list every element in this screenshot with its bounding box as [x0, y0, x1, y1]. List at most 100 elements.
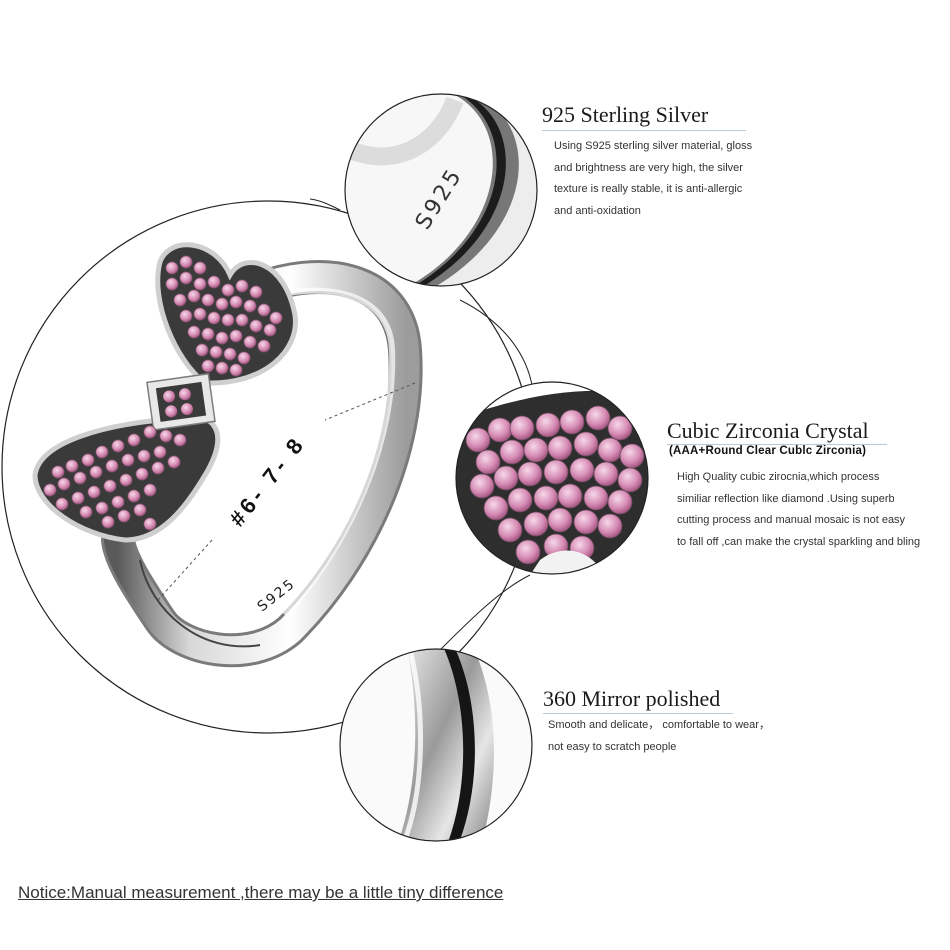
- ring-size-text: #6- 7- 8: [224, 431, 310, 531]
- gem-stone: [95, 501, 109, 515]
- gem-stone: [179, 271, 193, 285]
- gem-stone: [249, 319, 263, 333]
- feature-line: to fall off ,can make the crystal sparkl…: [677, 535, 921, 548]
- detail-circle-silver: S925: [344, 93, 538, 287]
- gem-stone: [465, 427, 491, 453]
- gem-stone: [243, 299, 257, 313]
- gem-stone: [81, 453, 95, 467]
- gem-stone: [135, 467, 149, 481]
- gem-stone: [95, 445, 109, 459]
- gem-stone: [71, 491, 85, 505]
- gem-stone: [229, 363, 243, 377]
- gem-stone: [499, 439, 525, 465]
- connector-mid: [459, 299, 533, 386]
- gem-stone: [507, 487, 533, 513]
- feature-line: and brightness are very high, the silver: [554, 161, 743, 174]
- gem-stone: [117, 509, 131, 523]
- feature-line: cutting process and manual mosaic is not…: [677, 514, 906, 526]
- gem-stone: [583, 485, 609, 511]
- gem-stone: [103, 479, 117, 493]
- feature-line: Smooth and delicate， comfortable to wear…: [548, 719, 770, 731]
- feature-line: and anti-oxidation: [554, 204, 641, 217]
- gem-stone: [487, 417, 513, 443]
- gem-stone: [111, 495, 125, 509]
- feature-title-silver: 925 Sterling Silver: [542, 102, 709, 127]
- gem-stone: [65, 459, 79, 473]
- gem-stone: [165, 277, 179, 291]
- gem-stone: [165, 261, 179, 275]
- gem-stone: [201, 327, 215, 341]
- gem-stone: [559, 409, 585, 435]
- feature-body-silver: Using S925 sterling silver material, glo…: [554, 136, 752, 222]
- gem-stone: [179, 309, 193, 323]
- gem-stone: [547, 435, 573, 461]
- gem-stone: [143, 425, 157, 439]
- gem-stone: [55, 497, 69, 511]
- gem-stone: [57, 477, 71, 491]
- measure-line-lower: [157, 539, 213, 601]
- gem-stone: [121, 453, 135, 467]
- feature-line: Using S925 sterling silver material, glo…: [554, 140, 753, 152]
- gem-stone: [607, 415, 633, 441]
- gem-stone: [235, 279, 249, 293]
- connector-bottom: [439, 574, 531, 651]
- measure-line-upper: [324, 382, 416, 421]
- gem-stone: [159, 429, 173, 443]
- gem-stone: [533, 485, 559, 511]
- feature-divider-polished: [543, 713, 733, 714]
- gem-stone: [137, 449, 151, 463]
- gem-stone: [597, 437, 623, 463]
- gem-stone: [569, 457, 595, 483]
- gem-stone: [517, 461, 543, 487]
- gem-stone: [573, 431, 599, 457]
- gem-stone: [597, 513, 623, 539]
- gem-stone: [221, 283, 235, 297]
- feature-title-polished: 360 Mirror polished: [543, 686, 721, 711]
- gem-stone: [469, 473, 495, 499]
- feature-line: texture is really stable, it is anti-all…: [554, 183, 743, 195]
- feature-divider-crystal: [667, 444, 887, 445]
- gem-stone: [497, 517, 523, 543]
- gem-stone: [257, 339, 271, 353]
- gem-stone: [617, 467, 643, 493]
- gem-stone: [207, 311, 221, 325]
- gem-stone: [105, 459, 119, 473]
- feature-subtitle-crystal: (AAA+Round Clear Cublc Zirconia): [669, 445, 867, 457]
- gem-stone: [607, 489, 633, 515]
- gem-stone: [143, 517, 157, 531]
- gem-stone: [193, 277, 207, 291]
- gem-stone: [557, 483, 583, 509]
- gem-stone: [585, 405, 611, 431]
- gem-stone: [201, 293, 215, 307]
- feature-line: similiar reflection like diamond .Using …: [677, 492, 895, 505]
- gem-stone: [119, 473, 133, 487]
- gem-stone: [143, 483, 157, 497]
- gem-stone: [215, 361, 229, 375]
- gem-stone: [237, 351, 251, 365]
- gem-stone: [229, 295, 243, 309]
- bow-knot: [146, 372, 216, 431]
- gem-stone: [215, 331, 229, 345]
- gem-stone: [243, 335, 257, 349]
- gem-stone: [209, 345, 223, 359]
- gem-stone: [151, 461, 165, 475]
- gem-stone: [89, 465, 103, 479]
- gem-stone: [493, 465, 519, 491]
- measurement-notice: Notice:Manual measurement ,there may be …: [18, 883, 504, 902]
- gem-stone: [127, 489, 141, 503]
- gem-stone: [215, 297, 229, 311]
- gem-stone: [523, 511, 549, 537]
- gem-stone: [195, 343, 209, 357]
- connector-top: [309, 198, 341, 211]
- feature-divider-silver: [542, 130, 746, 131]
- gem-stone: [547, 507, 573, 533]
- gem-stone: [73, 471, 87, 485]
- gem-stone: [43, 483, 57, 497]
- feature-title-crystal: Cubic Zirconia Crystal: [667, 418, 869, 443]
- gem-stone: [249, 285, 263, 299]
- feature-line: High Quality cubic zirocnia,which proces…: [677, 471, 880, 483]
- gem-stone: [475, 449, 501, 475]
- gem-stone: [187, 289, 201, 303]
- ring-band: [101, 260, 423, 668]
- gem-stone: [153, 445, 167, 459]
